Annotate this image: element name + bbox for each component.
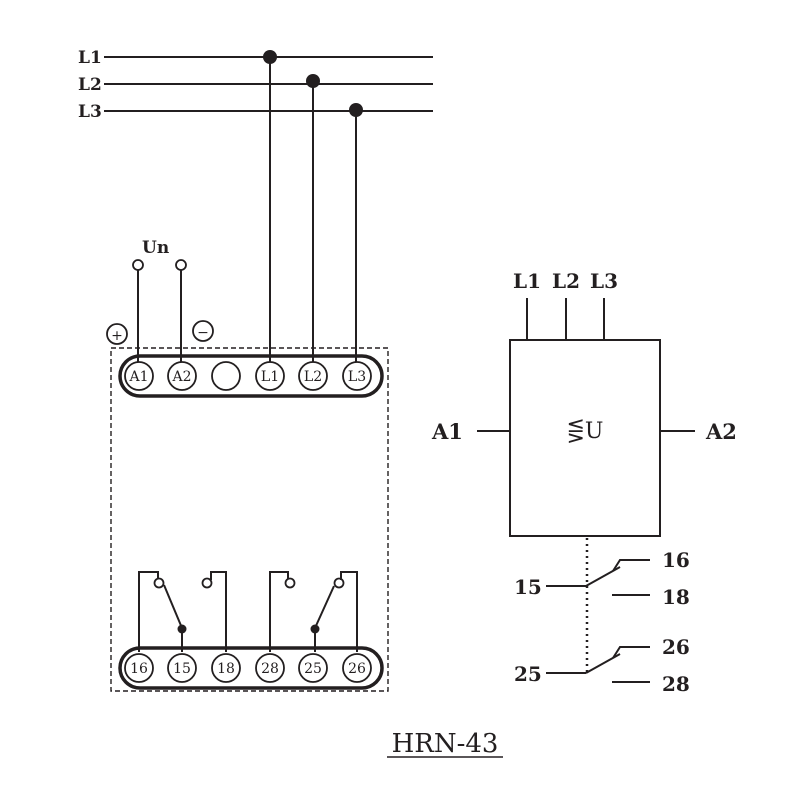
contact1-switch-arm xyxy=(163,584,183,629)
contact2-nc-point xyxy=(333,577,345,589)
plus-sign: + xyxy=(111,328,123,344)
minus-sign-circle xyxy=(192,320,214,342)
phase-label-l3: L3 xyxy=(78,102,102,122)
symbol-function: ⋚U xyxy=(567,419,604,444)
supply-label: Un xyxy=(142,238,169,258)
terminal-15 xyxy=(167,653,197,683)
symbol-right-label: A2 xyxy=(705,419,737,444)
symbol-contact1-nc-lead xyxy=(612,559,650,572)
symbol-contact2-no-label: 28 xyxy=(662,672,690,696)
plus-sign-circle xyxy=(106,323,128,345)
terminal-label-26: 26 xyxy=(348,661,366,677)
symbol-contact2-nc-label: 26 xyxy=(662,635,690,659)
internal-contacts xyxy=(138,571,358,652)
symbol-left-label: A1 xyxy=(431,419,463,444)
phase-label-l1: L1 xyxy=(78,48,102,68)
terminal-a1 xyxy=(124,361,154,391)
terminal-label-28: 28 xyxy=(261,661,279,677)
contact2-nc-wire xyxy=(340,571,358,652)
terminal-label-a2: A2 xyxy=(171,369,191,385)
terminal-25 xyxy=(298,653,328,683)
terminal-label-l2: L2 xyxy=(304,369,322,385)
symbol-contact2-common-label: 25 xyxy=(514,662,542,686)
supply-un: Un + − xyxy=(106,238,214,366)
terminal-16 xyxy=(124,653,154,683)
terminal-26 xyxy=(342,653,372,683)
terminal-label-l1: L1 xyxy=(261,369,279,385)
terminal-label-15: 15 xyxy=(173,661,191,677)
terminal-label-16: 16 xyxy=(130,661,148,677)
bottom-terminal-strip: 16 15 18 28 25 26 xyxy=(118,646,384,690)
supply-terminal-plus xyxy=(132,259,144,271)
symbol-input-l2: L2 xyxy=(552,269,580,293)
terminal-l3 xyxy=(342,361,372,391)
terminal-label-25: 25 xyxy=(304,661,322,677)
model-caption: HRN-43 xyxy=(392,729,499,759)
contact2-no-wire xyxy=(269,571,289,652)
contact2-no-point xyxy=(284,577,296,589)
top-strip-frame xyxy=(118,354,384,398)
supply-terminal-minus xyxy=(175,259,187,271)
symbol-contact1-nc-label: 16 xyxy=(662,548,690,572)
device-outline xyxy=(110,347,389,692)
terminal-label-18: 18 xyxy=(217,661,235,677)
symbol-box xyxy=(509,339,661,537)
terminal-label-l3: L3 xyxy=(348,369,366,385)
contact2-switch-arm xyxy=(314,585,335,629)
terminal-blank xyxy=(211,361,241,391)
terminal-l2 xyxy=(298,361,328,391)
minus-sign: − xyxy=(197,325,209,341)
contact1-no-wire xyxy=(210,571,227,652)
terminal-a2 xyxy=(167,361,197,391)
phase-label-l2: L2 xyxy=(78,75,102,95)
symbol-input-l1: L1 xyxy=(513,269,541,293)
symbol-contact1-no-label: 18 xyxy=(662,585,690,609)
terminal-18 xyxy=(211,653,241,683)
phase-lines: L1 L2 L3 xyxy=(78,48,433,366)
contact1-nc-wire xyxy=(138,571,159,652)
contact1-nc-point xyxy=(153,577,165,589)
symbol-contact2-nc-lead xyxy=(612,646,650,659)
relay-symbol: L1 L2 L3 ⋚U A1 A2 15 16 18 25 26 28 xyxy=(431,269,737,696)
symbol-contact1-common-label: 15 xyxy=(514,575,542,599)
terminal-l1 xyxy=(255,361,285,391)
symbol-input-l3: L3 xyxy=(590,269,618,293)
terminal-label-a1: A1 xyxy=(128,369,148,385)
top-terminal-strip: A1 A2 L1 L2 L3 xyxy=(118,354,384,398)
contact1-no-point xyxy=(201,577,213,589)
terminal-28 xyxy=(255,653,285,683)
bottom-strip-frame xyxy=(118,646,384,690)
